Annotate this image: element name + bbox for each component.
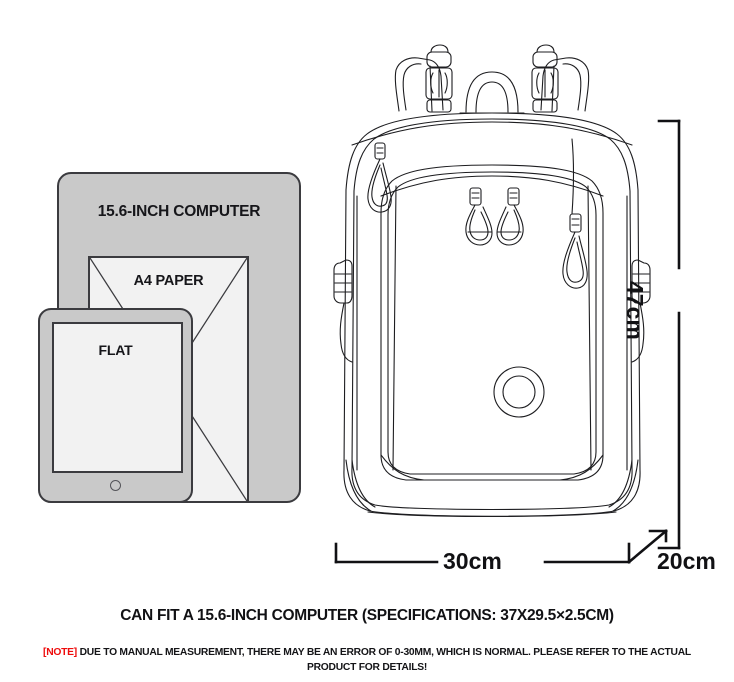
dimension-depth-label: 20cm	[657, 548, 716, 574]
depth-bracket	[627, 529, 668, 564]
tablet-comparison-card	[38, 308, 193, 503]
lid-seam	[351, 121, 633, 146]
zipper-pull-center-left	[465, 187, 493, 246]
bottom-panel	[380, 454, 604, 481]
buckle-right	[531, 44, 559, 113]
zipper-pull-center-right	[496, 187, 524, 246]
bottom-gussets	[345, 459, 639, 518]
note-body: DUE TO MANUAL MEASUREMENT, THERE MAY BE …	[79, 647, 692, 673]
width-bracket	[334, 542, 631, 564]
front-zipper	[380, 175, 604, 197]
height-bracket	[657, 119, 681, 550]
tablet-comparison-label: FLAT	[98, 342, 133, 358]
note-caption: [NOTE] DUE TO MANUAL MEASUREMENT, THERE …	[22, 645, 712, 675]
zipper-pull-right	[562, 138, 588, 289]
side-detail-left	[333, 259, 353, 363]
note-tag: [NOTE]	[43, 647, 77, 658]
side-detail-right	[631, 259, 651, 363]
zipper-pull-left	[367, 142, 392, 213]
a4-paper-comparison-label: A4 PAPER	[133, 273, 204, 289]
computer-comparison-label: 15.6-INCH COMPUTER	[97, 203, 261, 220]
dimension-height-label: 47cm	[622, 281, 648, 340]
front-circle-detail	[493, 366, 545, 418]
buckle-left	[425, 44, 453, 113]
dimension-width-label: 30cm	[443, 548, 502, 574]
tablet-home-button-icon	[109, 480, 121, 491]
main-caption: CAN FIT A 15.6-INCH COMPUTER (SPECIFICAT…	[120, 607, 614, 624]
tablet-screen	[52, 322, 183, 473]
